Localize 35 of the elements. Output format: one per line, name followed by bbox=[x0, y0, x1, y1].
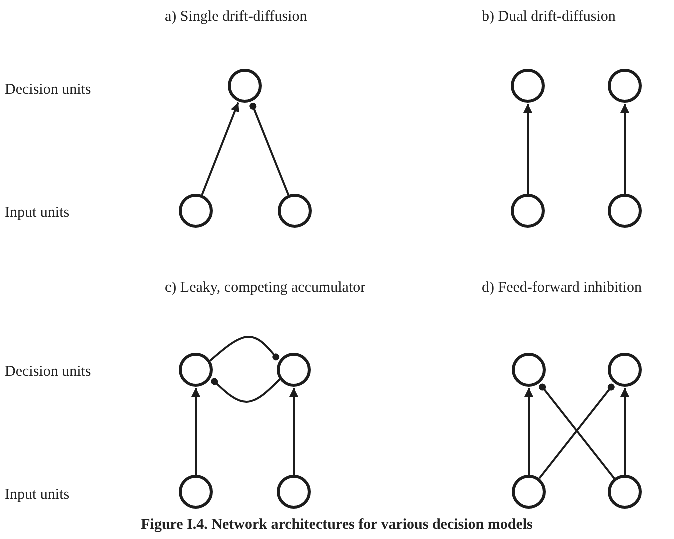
dot-ended-line bbox=[211, 378, 281, 403]
crossed-dot-ended-lines bbox=[538, 384, 616, 480]
unit-circle bbox=[512, 353, 546, 387]
unit-circle bbox=[608, 69, 642, 103]
unit-circle bbox=[277, 353, 311, 387]
arrow bbox=[524, 104, 532, 194]
unit-circle bbox=[228, 69, 262, 103]
row-label: Input units bbox=[5, 204, 70, 222]
unit-circle bbox=[179, 353, 213, 387]
row-label: Input units bbox=[5, 486, 70, 504]
unit-circle bbox=[179, 475, 213, 509]
row-label: Decision units bbox=[5, 363, 92, 381]
unit-circle bbox=[608, 194, 642, 228]
unit-circle bbox=[512, 475, 546, 509]
arrow bbox=[290, 388, 298, 475]
dot-ended-line bbox=[250, 102, 290, 196]
arrow bbox=[201, 102, 240, 196]
panel-title: d) Feed-forward inhibition bbox=[482, 279, 642, 297]
panel-title: a) Single drift-diffusion bbox=[165, 8, 308, 26]
unit-circle bbox=[277, 475, 311, 509]
arrow bbox=[192, 388, 200, 475]
arrow bbox=[620, 388, 630, 475]
arrow bbox=[524, 388, 534, 475]
unit-circle bbox=[179, 194, 213, 228]
row-label: Decision units bbox=[5, 81, 92, 99]
unit-circle bbox=[511, 194, 545, 228]
panel-title: b) Dual drift-diffusion bbox=[482, 8, 616, 26]
dot-ended-line bbox=[210, 336, 280, 362]
unit-circle bbox=[608, 353, 642, 387]
unit-circle bbox=[278, 194, 312, 228]
figure-caption: Figure I.4. Network architectures for various decision models bbox=[141, 516, 533, 534]
panel-title: c) Leaky, competing accumulator bbox=[165, 279, 366, 297]
arrow bbox=[620, 104, 630, 194]
unit-circle bbox=[608, 475, 642, 509]
unit-circle bbox=[511, 69, 545, 103]
